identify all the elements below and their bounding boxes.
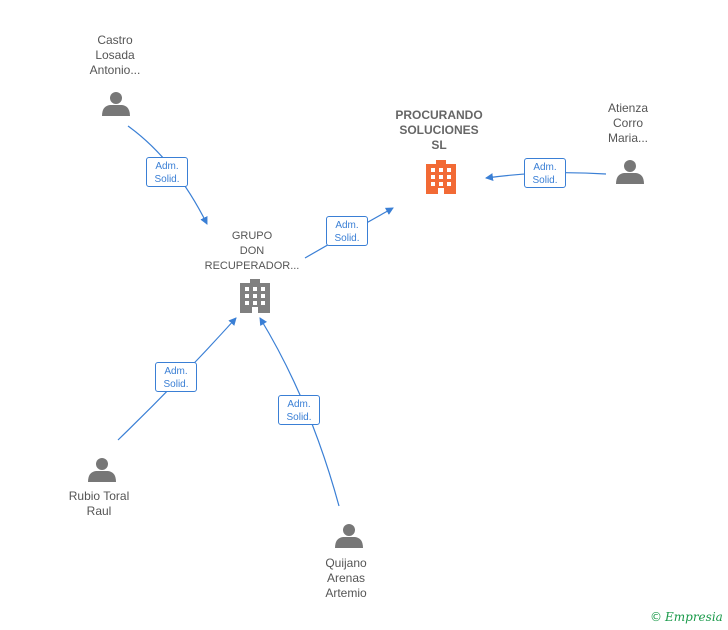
node-label-rubio[interactable]: Rubio Toral Raul bbox=[68, 489, 130, 518]
person-icon[interactable] bbox=[335, 524, 363, 548]
person-icon[interactable] bbox=[102, 92, 130, 116]
copyright-symbol: © bbox=[650, 610, 662, 624]
node-label-atienza[interactable]: Atienza Corro Maria... bbox=[607, 101, 649, 145]
person-icon[interactable] bbox=[616, 160, 644, 184]
node-label-castro[interactable]: Castro Losada Antonio... bbox=[89, 33, 141, 77]
brand-name: Empresia bbox=[665, 610, 723, 624]
edge-label-castro-grupo[interactable]: Adm. Solid. bbox=[146, 157, 188, 187]
node-label-procurando[interactable]: PROCURANDO SOLUCIONES SL bbox=[395, 108, 483, 152]
edge-label-quijano-grupo[interactable]: Adm. Solid. bbox=[278, 395, 320, 425]
node-label-quijano[interactable]: Quijano Arenas Artemio bbox=[325, 556, 367, 600]
edge-label-atienza-procurando[interactable]: Adm. Solid. bbox=[524, 158, 566, 188]
edge-label-rubio-grupo[interactable]: Adm. Solid. bbox=[155, 362, 197, 392]
footer-brand: ©Empresia bbox=[650, 610, 723, 624]
person-icon[interactable] bbox=[88, 458, 116, 482]
building-icon[interactable] bbox=[240, 279, 270, 313]
edge-label-grupo-procurando[interactable]: Adm. Solid. bbox=[326, 216, 368, 246]
building-icon[interactable] bbox=[426, 160, 456, 194]
node-label-grupo[interactable]: GRUPO DON RECUPERADOR... bbox=[204, 230, 300, 272]
